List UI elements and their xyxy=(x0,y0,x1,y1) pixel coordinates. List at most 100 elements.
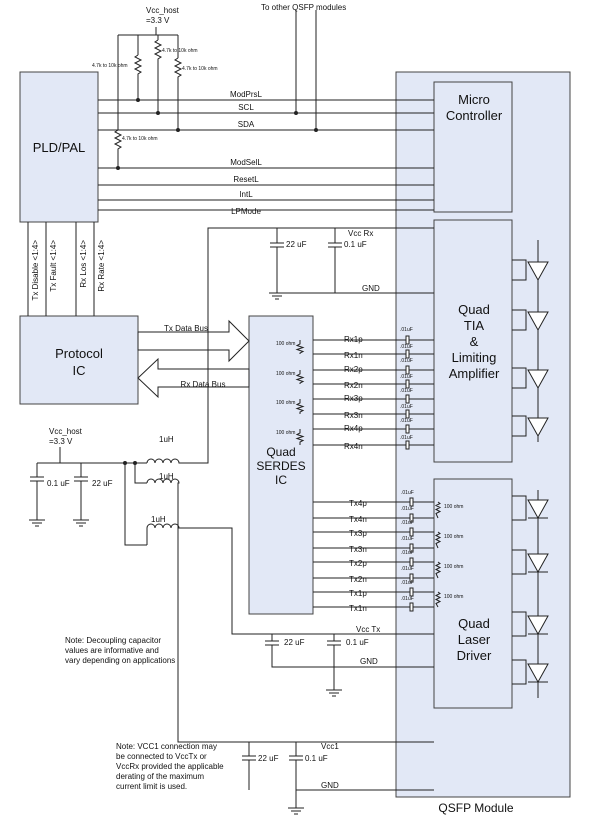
tia-title-3: & xyxy=(470,334,479,349)
rx1n-label: Rx1n xyxy=(344,351,363,360)
tx-data-bus-arrow xyxy=(137,319,250,363)
pullup-label-3: 4.7k to 10k ohm xyxy=(182,66,218,72)
pullup-resistor-3 xyxy=(173,57,183,130)
micro-controller-block xyxy=(433,81,513,213)
rx4p-label: Rx4p xyxy=(344,424,363,433)
rx-term-1: 100 ohm xyxy=(276,341,295,347)
tx-cap-3: .01uF xyxy=(401,520,414,526)
tia-title-4: Limiting xyxy=(452,350,497,365)
tx4n-label: Tx4n xyxy=(349,515,367,524)
vcc-tx-cap-22uf: 22 uF xyxy=(284,638,305,647)
vcc-rx-gnd-label: GND xyxy=(362,284,380,293)
vcc-tx-cap-01uf: 0.1 uF xyxy=(346,638,369,647)
vcc-host-top-label: Vcc_host xyxy=(146,6,180,15)
tx-term-2: 100 ohm xyxy=(444,534,463,540)
quad-serdes-block xyxy=(248,315,314,615)
inductor-rx xyxy=(146,458,209,464)
laser-diode-column xyxy=(512,490,549,698)
control-bus-lines xyxy=(98,99,434,211)
rx2p-label: Rx2p xyxy=(344,365,363,374)
note-vcc1-4: derating of the maximum xyxy=(116,772,204,781)
signal-scl: SCL xyxy=(238,103,254,112)
pullup-resistor-4 xyxy=(113,129,123,168)
micro-title-1: Micro xyxy=(458,92,490,107)
rx3p-label: Rx3p xyxy=(344,394,363,403)
host-cap-22uf: 22 uF xyxy=(92,479,113,488)
tx-cap-6: .01uF xyxy=(401,566,414,572)
tx3p-label: Tx3p xyxy=(349,529,367,538)
vcc1-cap-01uf: 0.1 uF xyxy=(305,754,328,763)
note-vcc1-2: be connected to VccTx or xyxy=(116,752,207,761)
other-modules-wires xyxy=(295,10,317,130)
vcc-rx-cap-22uf: 22 uF xyxy=(286,240,307,249)
rx-rate-label: Rx Rate <1:4> xyxy=(97,240,106,292)
tx2n-label: Tx2n xyxy=(349,575,367,584)
rx-cap-5: .01uF xyxy=(400,388,413,394)
tx-cap-8: .01uF xyxy=(401,596,414,602)
tia-title-2: TIA xyxy=(464,318,485,333)
rx-pairs xyxy=(295,335,434,450)
quad-tia-block xyxy=(433,219,513,463)
rx4n-label: Rx4n xyxy=(344,442,363,451)
qsfp-module-label: QSFP Module xyxy=(438,801,513,815)
quad-laser-driver-block xyxy=(433,478,513,709)
pullup-resistor-2 xyxy=(153,39,163,113)
tx1n-label: Tx1n xyxy=(349,604,367,613)
vcc-tx-wiring xyxy=(271,634,434,690)
pld-pal-title: PLD/PAL xyxy=(33,140,86,155)
vcc-host-bottom-label: Vcc_host xyxy=(49,427,83,436)
rx-term-3: 100 ohm xyxy=(276,400,295,406)
laser-title-3: Driver xyxy=(457,648,492,663)
rx-los-label: Rx Los <1:4> xyxy=(79,240,88,288)
tx-cap-7: .01uF xyxy=(401,580,414,586)
rx3n-label: Rx3n xyxy=(344,411,363,420)
vcc1-cap-22uf: 22 uF xyxy=(258,754,279,763)
photodiode-column xyxy=(512,240,549,442)
pullup-rail xyxy=(117,27,179,130)
laser-title-1: Quad xyxy=(458,616,490,631)
tx-cap-4: .01uF xyxy=(401,536,414,542)
vcc-tx-gnd-label: GND xyxy=(360,657,378,666)
rx-cap-8: .01uF xyxy=(400,435,413,441)
tx4p-label: Tx4p xyxy=(349,499,367,508)
tx-term-1: 100 ohm xyxy=(444,504,463,510)
signal-intl: IntL xyxy=(239,190,253,199)
tx-pairs xyxy=(313,497,442,612)
inductor-tx xyxy=(146,523,434,635)
inductor-vcc1 xyxy=(146,478,434,743)
note-decoupling-3: vary depending on applications xyxy=(65,656,175,665)
pld-pal-block xyxy=(19,71,99,223)
rx-data-bus-label: Rx Data Bus xyxy=(181,380,226,389)
other-modules-label: To other QSFP modules xyxy=(261,3,346,12)
tx-cap-5: .01uF xyxy=(401,550,414,556)
signal-modprsl: ModPrsL xyxy=(230,90,263,99)
vcc-rx-label: Vcc Rx xyxy=(348,229,373,238)
inductor-rx-label: 1uH xyxy=(159,435,174,444)
rx-cap-3: .01uF xyxy=(400,358,413,364)
vcc1-label: Vcc1 xyxy=(321,742,339,751)
note-decoupling-1: Note: Decoupling capacitor xyxy=(65,636,161,645)
rx-cap-6: .01uF xyxy=(400,404,413,410)
signal-lpmode: LPMode xyxy=(231,207,261,216)
tx-data-bus-label: Tx Data Bus xyxy=(164,324,208,333)
serdes-title-2: SERDES xyxy=(256,459,305,473)
rx-cap-7: .01uF xyxy=(400,418,413,424)
note-vcc1-5: current limit is used. xyxy=(116,782,187,791)
pullup-label-4: 4.7k to 10k ohm xyxy=(122,136,158,142)
tx-cap-2: .01uF xyxy=(401,506,414,512)
vcc-host-bottom-value: =3.3 V xyxy=(49,437,73,446)
serdes-title-1: Quad xyxy=(266,445,295,459)
protocol-ic-title-2: IC xyxy=(73,363,86,378)
micro-title-2: Controller xyxy=(446,108,503,123)
signal-sda: SDA xyxy=(238,120,255,129)
tx-disable-label: Tx Disable <1:4> xyxy=(31,240,40,301)
rx-term-2: 100 ohm xyxy=(276,371,295,377)
tx-cap-1: .01uF xyxy=(401,490,414,496)
note-vcc1-3: VccRx provided the applicable xyxy=(116,762,224,771)
vcc-host-top-value: =3.3 V xyxy=(146,16,170,25)
vcc-tx-label: Vcc Tx xyxy=(356,625,380,634)
host-power-wiring xyxy=(36,447,147,546)
tia-title-1: Quad xyxy=(458,302,490,317)
signal-modsell: ModSelL xyxy=(230,158,262,167)
